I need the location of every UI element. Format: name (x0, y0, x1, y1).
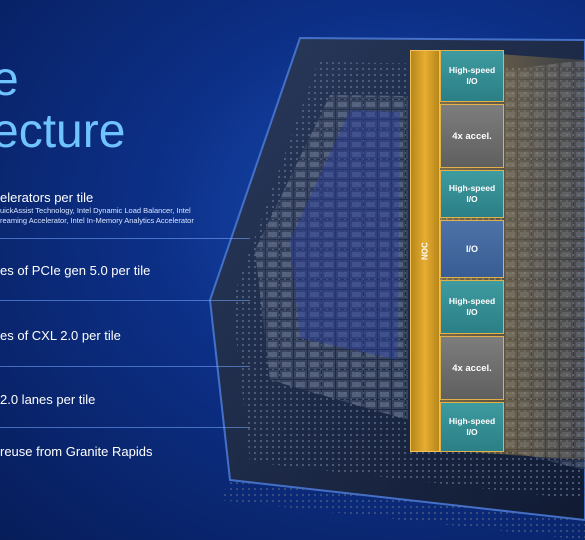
slide-title-line-2: ecture (0, 105, 126, 158)
cxl-row: es of CXL 2.0 per tile (0, 328, 121, 343)
accelerator-block: 4x accel. (440, 336, 504, 400)
granite-rapids-row: reuse from Granite Rapids (0, 444, 153, 459)
accelerators-row-detail-2: reaming Accelerator, Intel In-Memory Ana… (0, 216, 194, 225)
noc-label: NOC (420, 242, 430, 260)
noc-column: NOC (410, 50, 440, 452)
accelerators-row-title: elerators per tile (0, 190, 94, 205)
pcie-row: es of PCIe gen 5.0 per tile (0, 263, 151, 278)
row-divider (0, 238, 250, 239)
row-divider (0, 300, 250, 301)
lanes-row: 2.0 lanes per tile (0, 392, 96, 407)
slide-title-line-1: e (0, 53, 19, 106)
row-divider (0, 427, 250, 428)
accelerator-block: 4x accel. (440, 104, 504, 168)
io-block: I/O (440, 220, 504, 278)
accelerators-row-detail-1: uickAssist Technology, Intel Dynamic Loa… (0, 206, 191, 215)
row-divider (0, 366, 250, 367)
